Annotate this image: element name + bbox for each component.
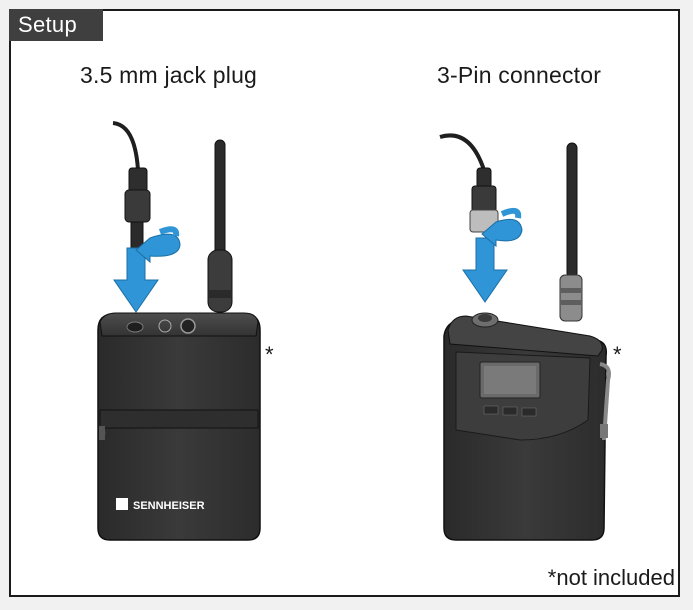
right-antenna [559,142,583,322]
sennheiser-logo: SENNHEISER [116,498,205,512]
left-mic-cable [112,121,151,263]
setup-tab-label: Setup [9,9,103,41]
left-insert-arrow [113,247,159,313]
pin-connector-title: 3-Pin connector [437,62,602,88]
left-twist-arrow [135,233,181,264]
jack-plug-title: 3.5 mm jack plug [80,62,258,88]
left-bodypack-transmitter: SENNHEISER [97,121,261,541]
left-not-included-mark: * [265,342,274,367]
right-not-included-mark: * [613,342,622,367]
right-insert-arrow [462,237,508,303]
right-mic-cable [439,133,499,233]
right-bodypack-transmitter [439,133,611,541]
not-included-footnote: *not included [547,565,675,590]
right-twist-arrow [481,218,523,248]
brand-logo-text: SENNHEISER [133,500,205,512]
left-antenna [207,139,233,313]
